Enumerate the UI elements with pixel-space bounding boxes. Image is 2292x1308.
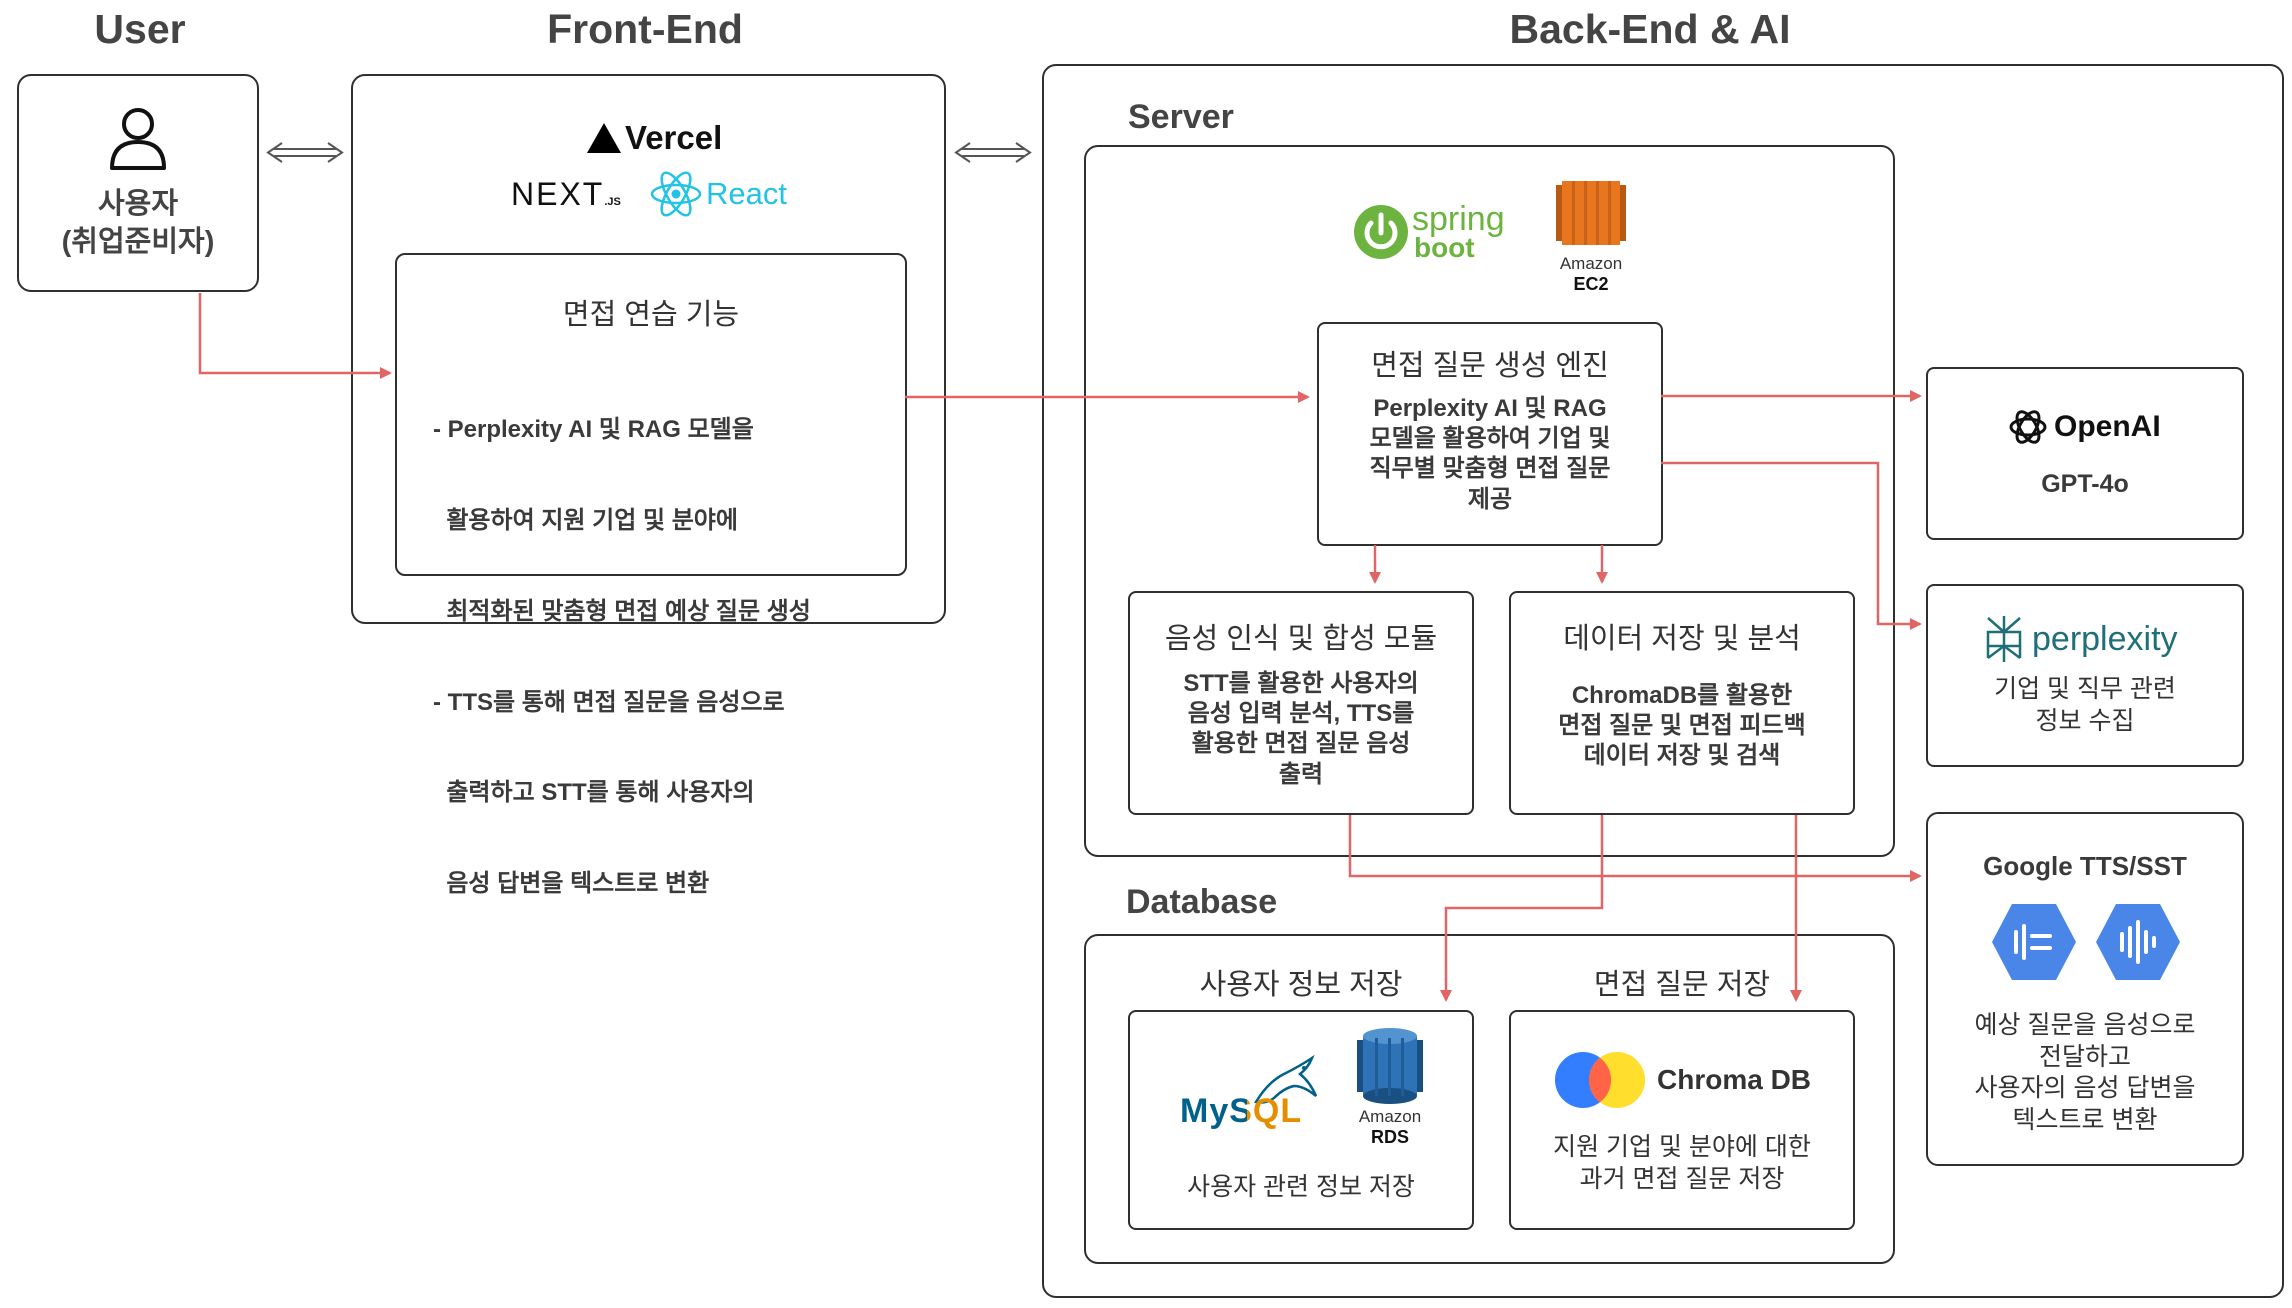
rds-database-icon (1357, 1028, 1423, 1104)
user-store-box: MySQL Amazon RDS 사용자 관련 정보 저장 (1128, 1010, 1474, 1230)
google-tts-box: Google TTS/SST 예상 질문을 음성으로 전달하고 사용자의 음성 … (1926, 812, 2244, 1166)
frontend-backend-biarrow (954, 142, 1032, 163)
question-store-text: 지원 기업 및 분야에 대한 과거 면접 질문 저장 (1553, 1133, 1811, 1193)
question-store-title: 면접 질문 저장 (1593, 969, 1771, 1001)
mysql-logo: MySQL (1180, 1052, 1330, 1132)
user-icon (110, 108, 166, 170)
user-label: 사용자 (취업준비자) (61, 188, 215, 258)
section-title-frontend: Front-End (547, 6, 743, 52)
openai-model: GPT-4o (2041, 470, 2129, 498)
data-module-title: 데이터 저장 및 분석 (1563, 623, 1801, 655)
database-box: 사용자 정보 저장 면접 질문 저장 MySQL Amazon (1084, 934, 1895, 1264)
nextjs-logo: NEXT .JS (511, 176, 621, 212)
frontend-feature-box: 면접 연습 기능 - Perplexity AI 및 RAG 모델을 활용하여 … (395, 253, 907, 897)
mysql-dolphin-icon (1254, 1054, 1318, 1104)
data-module-text: ChromaDB를 활용한 면접 질문 및 면접 피드백 데이터 저장 및 검색 (1558, 682, 1806, 770)
feature-title: 면접 연습 기능 (562, 299, 740, 331)
chroma-circles-icon (1555, 1052, 1645, 1108)
arrow-engine-to-perplexity (1661, 461, 1922, 630)
engine-title: 면접 질문 생성 엔진 (1371, 350, 1609, 382)
frontend-box: Vercel NEXT .JS React 면접 연습 기능 - Perplex… (351, 74, 946, 897)
openai-knot-icon (2009, 410, 2047, 444)
data-module-box: 데이터 저장 및 분석 ChromaDB를 활용한 면접 질문 및 면접 피드백… (1509, 591, 1855, 815)
section-title-user: User (94, 6, 186, 52)
arrow-speech-to-google (1348, 815, 1922, 882)
spring-power-icon (1354, 205, 1408, 260)
chroma-logo: Chroma DB (1553, 1050, 1811, 1110)
server-title: Server (1128, 98, 1234, 136)
question-store-box: Chroma DB 지원 기업 및 분야에 대한 과거 면접 질문 저장 (1509, 1010, 1855, 1230)
react-logo: React (649, 170, 787, 218)
section-title-backend: Back-End & AI (1509, 6, 1791, 52)
rds-logo: Amazon RDS (1340, 1026, 1440, 1148)
vercel-triangle-icon (587, 123, 621, 153)
google-tts-icon (1992, 904, 2076, 980)
ec2-logo: Amazon EC2 (1546, 175, 1636, 295)
arrow-data-to-userstore (1440, 815, 1604, 1002)
perplexity-box: perplexity 기업 및 직무 관련 정보 수집 (1926, 584, 2244, 767)
arrow-user-to-feature (198, 293, 392, 379)
speech-module-box: 음성 인식 및 합성 모듈 STT를 활용한 사용자의 음성 입력 분석, TT… (1128, 591, 1474, 815)
feature-bullets: - Perplexity AI 및 RAG 모델을 활용하여 지원 기업 및 분… (433, 416, 811, 897)
spring-boot-logo: spring boot (1352, 202, 1505, 262)
user-store-title: 사용자 정보 저장 (1199, 969, 1403, 1001)
openai-logo: OpenAI (2006, 405, 2161, 449)
server-box: spring boot Amazon EC2 면접 질문 생성 엔진 Perpl… (1084, 145, 1895, 857)
speech-module-text: STT를 활용한 사용자의 음성 입력 분석, TTS를 활용한 면접 질문 음… (1183, 670, 1419, 788)
google-tts-title: Google TTS/SST (1983, 851, 2187, 881)
user-store-caption: 사용자 관련 정보 저장 (1187, 1173, 1415, 1201)
perplexity-logo: perplexity (1984, 614, 2178, 664)
perplexity-icon (1986, 616, 2022, 662)
google-stt-icon (2096, 904, 2180, 980)
openai-box: OpenAI GPT-4o (1926, 367, 2244, 540)
database-title: Database (1126, 883, 1278, 921)
vercel-logo: Vercel (587, 118, 722, 158)
engine-text: Perplexity AI 및 RAG 모델을 활용하여 기업 및 직무별 맞춤… (1369, 395, 1611, 513)
user-box: 사용자 (취업준비자) (17, 74, 259, 292)
user-frontend-biarrow (266, 142, 344, 163)
google-tts-text: 예상 질문을 음성으로 전달하고 사용자의 음성 답변을 텍스트로 변환 (1974, 1011, 2196, 1134)
engine-box: 면접 질문 생성 엔진 Perplexity AI 및 RAG 모델을 활용하여… (1317, 322, 1663, 546)
react-atom-icon (650, 171, 702, 217)
perplexity-text: 기업 및 직무 관련 정보 수집 (1994, 675, 2176, 735)
speech-module-title: 음성 인식 및 합성 모듈 (1164, 623, 1438, 655)
ec2-server-icon (1556, 181, 1626, 245)
